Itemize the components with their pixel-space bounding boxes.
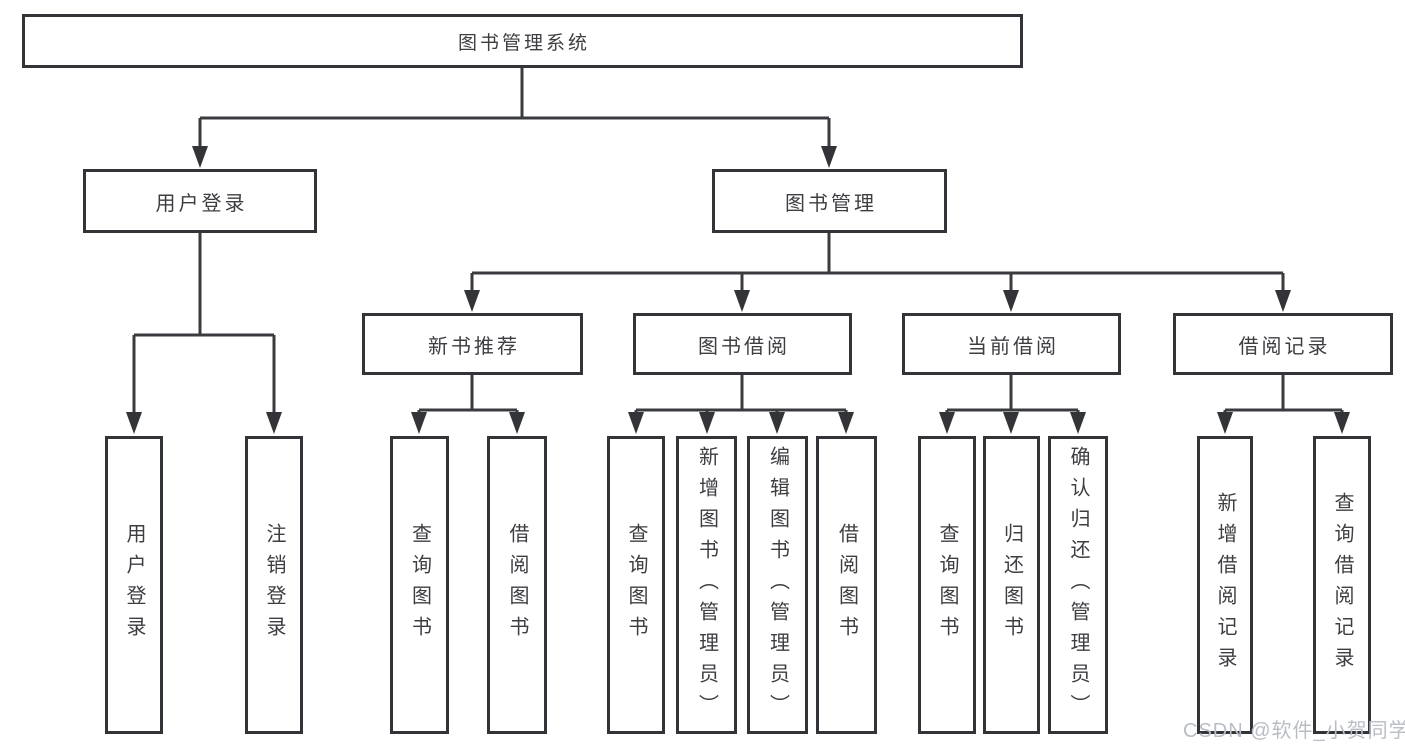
leaf-recommend-query-books: 查询图书 xyxy=(390,436,449,734)
node-borrow-records: 借阅记录 xyxy=(1173,313,1393,375)
node-book-management-system: 图书管理系统 xyxy=(22,14,1023,68)
arrowhead-icon xyxy=(939,412,955,434)
arrowhead-icon xyxy=(821,146,837,168)
arrowhead-icon xyxy=(628,412,644,434)
arrowhead-icon xyxy=(1275,290,1291,312)
arrowhead-icon xyxy=(838,412,854,434)
node-label: 当前借阅 xyxy=(967,335,1059,358)
leaf-edit-books-admin: 编辑图书（管理员） xyxy=(747,436,808,734)
node-label: 图书借阅 xyxy=(698,335,790,358)
arrowhead-icon xyxy=(1003,412,1019,434)
node-label: 借阅记录 xyxy=(1238,335,1331,358)
arrowhead-icon xyxy=(266,412,282,434)
node-label: 编辑图书（管理员） xyxy=(766,445,789,725)
arrowhead-icon xyxy=(126,412,142,434)
node-label: 查询借阅记录 xyxy=(1331,492,1353,678)
node-label: 新增图书（管理员） xyxy=(695,445,718,725)
node-label: 查询图书 xyxy=(936,523,958,647)
arrowhead-icon xyxy=(192,146,208,168)
arrowhead-icon xyxy=(1334,412,1350,434)
node-book-borrowing: 图书借阅 xyxy=(633,313,852,375)
leaf-add-borrow-record: 新增借阅记录 xyxy=(1197,436,1253,734)
arrowhead-icon xyxy=(1070,412,1086,434)
node-label: 新增借阅记录 xyxy=(1214,492,1236,678)
leaf-query-borrow-record: 查询借阅记录 xyxy=(1313,436,1371,734)
arrowhead-icon xyxy=(699,412,715,434)
node-current-borrowing: 当前借阅 xyxy=(902,313,1121,375)
node-label: 查询图书 xyxy=(625,523,647,647)
arrowhead-icon xyxy=(1217,412,1233,434)
node-label: 查询图书 xyxy=(408,523,431,647)
arrowhead-icon xyxy=(509,412,525,434)
node-label: 注销登录 xyxy=(263,523,285,647)
node-label: 确认归还（管理员） xyxy=(1067,445,1089,725)
leaf-user-login: 用户登录 xyxy=(105,436,163,734)
leaf-logout: 注销登录 xyxy=(245,436,303,734)
node-label: 借阅图书 xyxy=(506,523,528,647)
node-book-management: 图书管理 xyxy=(712,169,947,233)
node-label: 借阅图书 xyxy=(835,523,858,647)
leaf-borrowing-borrow-books: 借阅图书 xyxy=(816,436,877,734)
node-label: 归还图书 xyxy=(1000,523,1023,647)
node-new-book-recommend: 新书推荐 xyxy=(362,313,583,375)
leaf-return-books: 归还图书 xyxy=(983,436,1040,734)
leaf-add-books-admin: 新增图书（管理员） xyxy=(676,436,737,734)
arrowhead-icon xyxy=(769,412,785,434)
node-label: 图书管理系统 xyxy=(457,32,590,54)
leaf-borrowing-query-books: 查询图书 xyxy=(607,436,665,734)
csdn-watermark: CSDN @软件_小贺同学 xyxy=(1183,720,1405,742)
arrowhead-icon xyxy=(734,290,750,312)
node-label: 图书管理 xyxy=(785,192,877,215)
node-label: 用户登录 xyxy=(123,523,145,647)
arrowhead-icon xyxy=(464,290,480,312)
node-label: 新书推荐 xyxy=(428,335,520,358)
leaf-confirm-return-admin: 确认归还（管理员） xyxy=(1048,436,1108,734)
node-user-login: 用户登录 xyxy=(83,169,317,233)
leaf-recommend-borrow-books: 借阅图书 xyxy=(487,436,547,734)
arrowhead-icon xyxy=(1003,290,1019,312)
arrowhead-icon xyxy=(411,412,427,434)
node-label: 用户登录 xyxy=(155,192,248,215)
leaf-current-query-books: 查询图书 xyxy=(918,436,976,734)
